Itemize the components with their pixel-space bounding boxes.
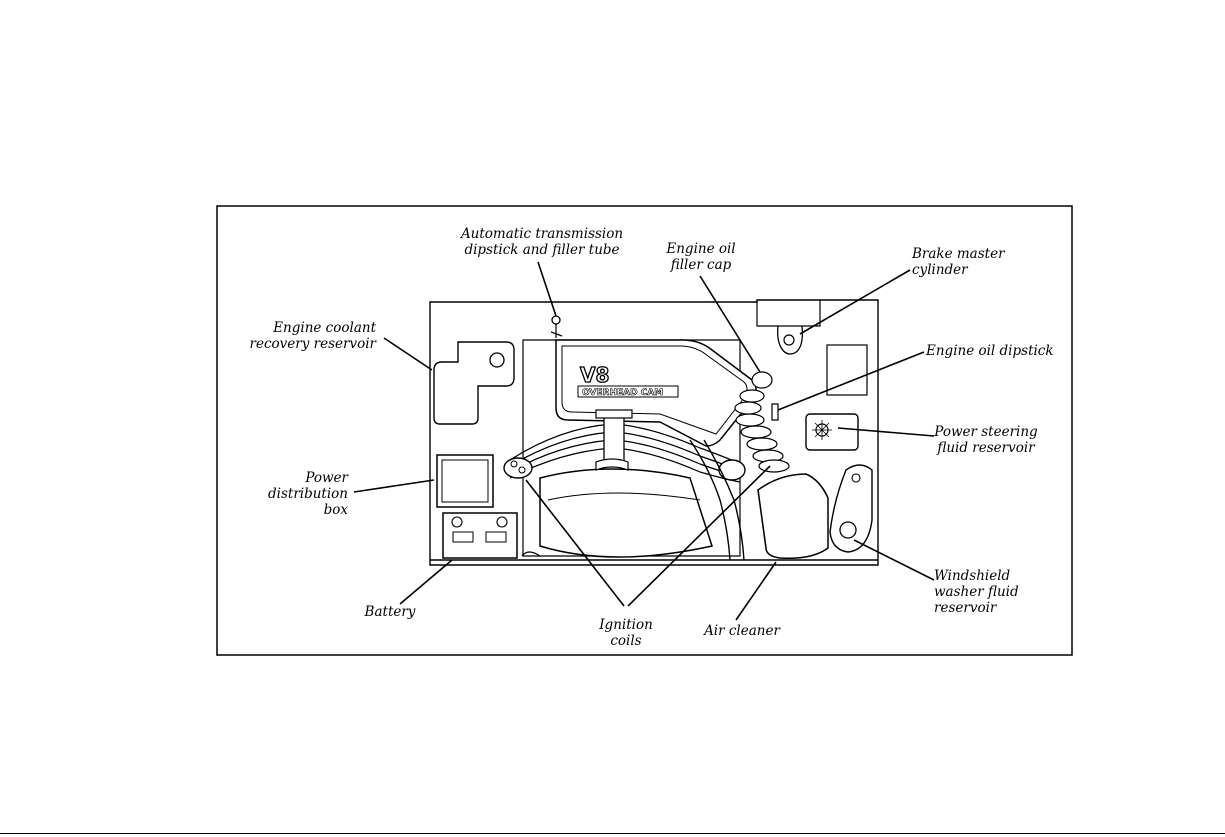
svg-text:OVERHEAD CAM: OVERHEAD CAM [582,388,663,398]
brake-master-cylinder [757,300,820,326]
transmission-dipstick-handle [552,316,560,324]
windshield-washer-reservoir [830,465,872,552]
power-steering-reservoir [806,414,858,450]
label-engine-coolant-reservoir: Engine coolant recovery reservoir [236,320,376,352]
air-cleaner-housing [540,469,712,557]
svg-text:V8: V8 [580,363,609,387]
label-engine-oil-filler-cap: Engine oil filler cap [654,241,748,273]
label-air-cleaner: Air cleaner [692,623,792,639]
label-transmission-dipstick: Automatic transmission dipstick and fill… [452,226,632,258]
air-cleaner-canister [758,474,828,558]
label-windshield-washer-reservoir: Windshield washer fluid reservoir [934,568,1044,616]
footer-rule [0,833,1225,834]
label-ignition-coils: Ignition coils [584,617,668,649]
label-battery: Battery [350,604,430,620]
label-brake-master-cylinder: Brake master cylinder [912,246,1022,278]
label-power-steering-reservoir: Power steering fluid reservoir [928,424,1044,456]
engine-oil-dipstick [772,404,778,420]
ignition-coil-left [504,458,532,478]
label-engine-oil-dipstick: Engine oil dipstick [926,343,1066,359]
callout-lines [354,262,934,620]
ignition-coil-right [719,460,745,480]
label-power-distribution-box: Power distribution box [236,470,348,518]
power-distribution-box [437,455,493,507]
